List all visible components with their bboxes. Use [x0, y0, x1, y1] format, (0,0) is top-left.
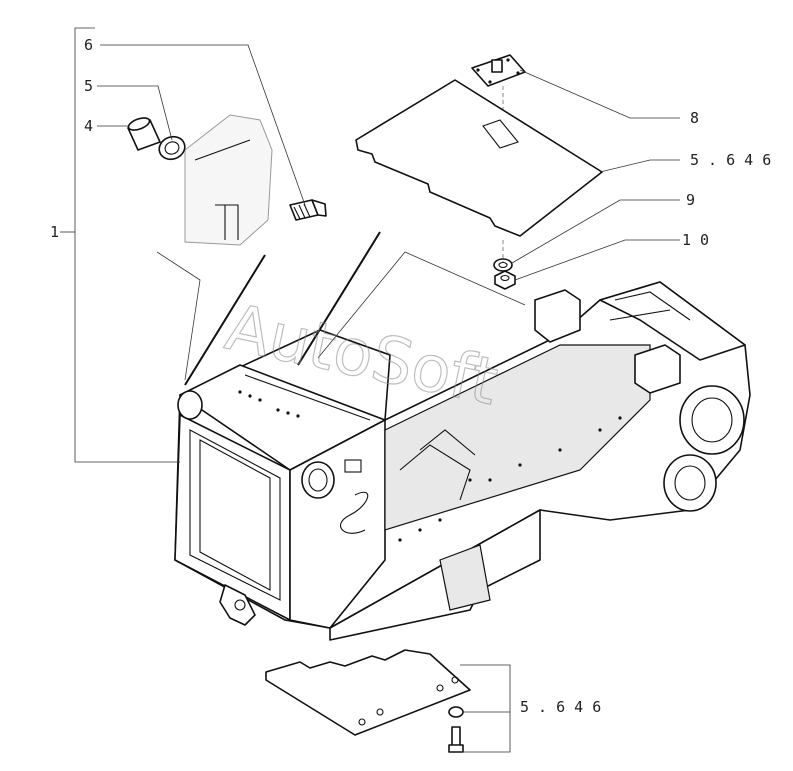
- part-4-bushing: [127, 117, 161, 151]
- rear-boss-upper: [679, 385, 745, 455]
- bottom-bolt: [448, 726, 464, 753]
- part-10-nut: [494, 270, 516, 290]
- callout-ref-bottom: 5 . 6 4 6: [520, 698, 601, 716]
- callout-ref-top: 5 . 6 4 6: [690, 151, 771, 169]
- part-6-grease-fitting: [289, 199, 327, 221]
- bottom-washer: [448, 706, 464, 718]
- assembly-guides: [156, 231, 526, 386]
- callout-1: 1: [50, 223, 59, 241]
- callout-6: 6: [84, 36, 93, 54]
- bracket-right: [634, 344, 681, 394]
- part-5-ring: [158, 135, 186, 161]
- main-frame: [174, 281, 751, 641]
- front-boss: [301, 461, 335, 499]
- callout-4: 4: [84, 117, 93, 135]
- cover-plate-bottom: [265, 649, 471, 736]
- ghost-frame-outline: [184, 114, 273, 246]
- callout-5: 5: [84, 77, 93, 95]
- callout-leaders: [60, 27, 680, 753]
- part-9-washer: [493, 258, 513, 272]
- callout-10: 1 0: [682, 231, 709, 249]
- callout-9: 9: [686, 191, 695, 209]
- cover-plate-top: [355, 79, 603, 237]
- callout-8: 8: [690, 109, 699, 127]
- rear-boss-lower: [663, 454, 717, 512]
- bracket-left: [534, 289, 581, 343]
- tow-hook: [219, 584, 256, 626]
